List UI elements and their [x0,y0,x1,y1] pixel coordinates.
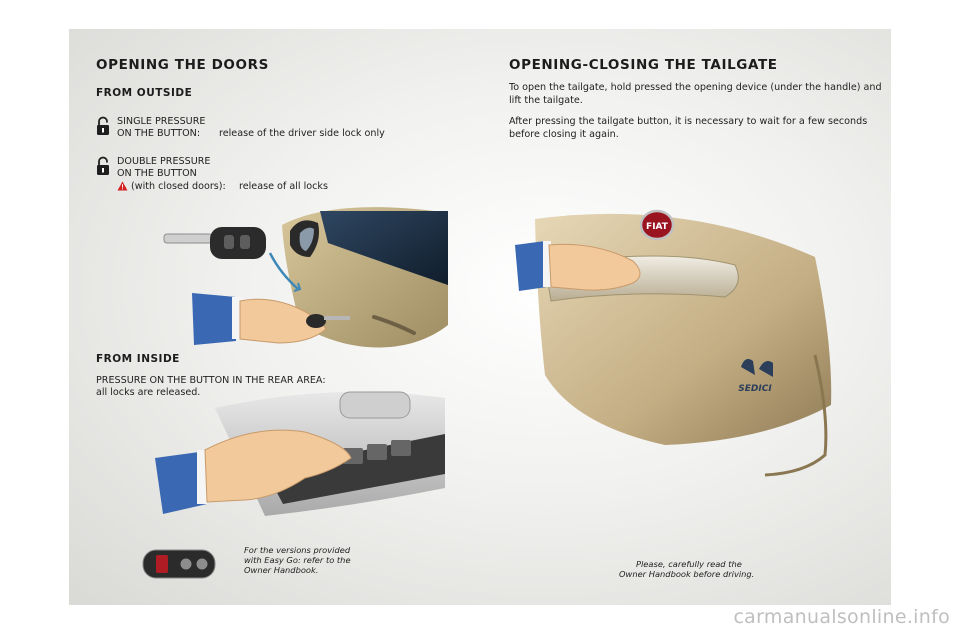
double-pressure-condition: (with closed doors): [131,181,226,192]
from-inside-heading: FROM INSIDE [96,353,180,365]
from-outside-heading: FROM OUTSIDE [96,87,193,99]
double-pressure-result: release of all locks [239,181,328,192]
tailgate-paragraph-2: After pressing the tailgate button, it i… [509,116,868,127]
easy-go-note-3: Owner Handbook. [244,565,319,575]
sedici-badge: SEDICI [738,384,772,394]
single-pressure-label-2: ON THE BUTTON: [117,128,201,139]
single-pressure-result: release of the driver side lock only [219,128,385,139]
watermark: carmanualsonline.info [733,606,950,628]
tailgate-paragraph-2b: before closing it again. [509,129,619,140]
warning-triangle-icon [117,181,128,191]
inside-button-illustration [155,391,445,516]
tailgate-paragraph-1b: lift the tailgate. [509,95,583,106]
fiat-badge: FIAT [646,222,669,232]
single-pressure-label: SINGLE PRESSURE [117,116,206,127]
read-handbook-note-2: Owner Handbook before driving. [619,569,755,579]
tailgate-paragraph-1: To open the tailgate, hold pressed the o… [509,82,882,93]
tailgate-title: OPENING-CLOSING THE TAILGATE [509,57,778,73]
inside-instruction-1: PRESSURE ON THE BUTTON IN THE REAR AREA: [96,375,326,386]
opening-doors-title: OPENING THE DOORS [96,57,269,73]
double-pressure-label-2: ON THE BUTTON [117,168,197,179]
tailgate-illustration: FIAT SEDICI [515,209,832,477]
padlock-open-icon [97,116,109,135]
read-handbook-note-1: Please, carefully read the [636,559,742,569]
double-pressure-label: DOUBLE PRESSURE [117,156,211,167]
easy-go-note-1: For the versions provided [244,545,351,555]
key-door-illustration [163,207,448,348]
inside-instruction-2: all locks are released. [96,387,201,398]
padlock-open-icon [97,156,109,175]
easy-go-keyfob-icon [142,549,216,579]
easy-go-note-2: with Easy Go: refer to the [244,555,351,565]
